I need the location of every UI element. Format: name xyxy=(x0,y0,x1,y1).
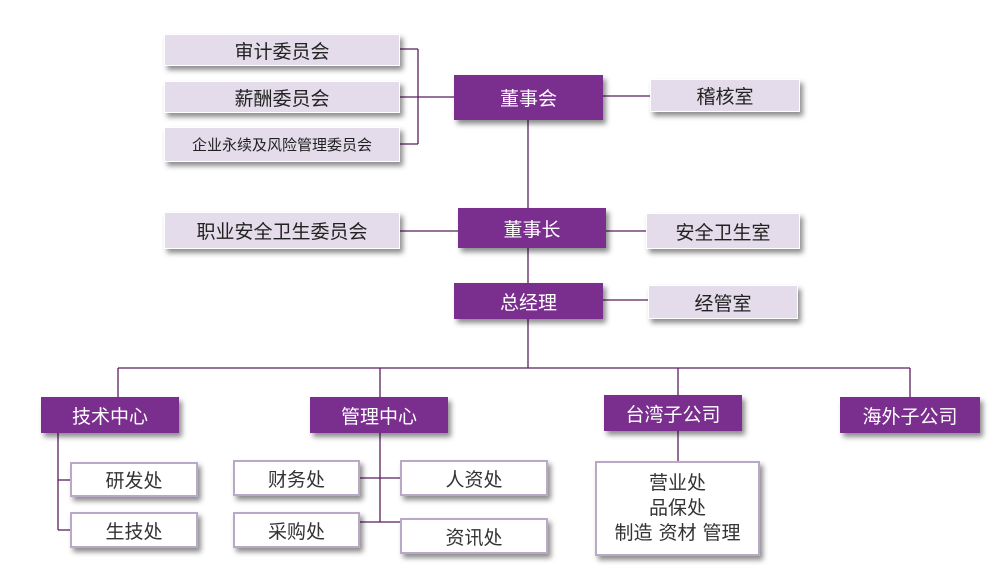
management-office-box: 经管室 xyxy=(648,285,798,319)
chairman-box: 董事长 xyxy=(458,208,606,248)
rd-dept-box: 研发处 xyxy=(70,462,198,497)
manufacturing-materials-mgmt-label: 制造 资材 管理 xyxy=(614,522,741,544)
production-tech-dept-box: 生技处 xyxy=(70,512,198,548)
tech-center-box: 技术中心 xyxy=(41,397,179,433)
purchasing-dept-box: 采购处 xyxy=(233,512,360,548)
compensation-committee-box: 薪酬委员会 xyxy=(164,81,400,113)
audit-office-box: 稽核室 xyxy=(650,79,800,112)
overseas-subsidiary-box: 海外子公司 xyxy=(840,397,980,433)
finance-dept-box: 财务处 xyxy=(233,460,360,496)
general-manager-box: 总经理 xyxy=(454,283,603,319)
quality-dept-label: 品保处 xyxy=(648,497,706,519)
taiwan-subsidiary-box: 台湾子公司 xyxy=(604,395,742,431)
board-box: 董事会 xyxy=(454,75,603,120)
hr-dept-box: 人资处 xyxy=(400,460,548,496)
audit-committee-box: 审计委员会 xyxy=(164,34,400,66)
occupational-safety-committee-box: 职业安全卫生委员会 xyxy=(164,212,400,249)
taiwan-units-box: 营业处 品保处 制造 资材 管理 xyxy=(595,461,760,556)
safety-office-box: 安全卫生室 xyxy=(646,213,800,249)
management-center-box: 管理中心 xyxy=(310,397,448,433)
it-dept-box: 资讯处 xyxy=(400,518,548,554)
sales-dept-label: 营业处 xyxy=(648,472,706,494)
sustainability-risk-committee-box: 企业永续及风险管理委员会 xyxy=(164,127,400,162)
